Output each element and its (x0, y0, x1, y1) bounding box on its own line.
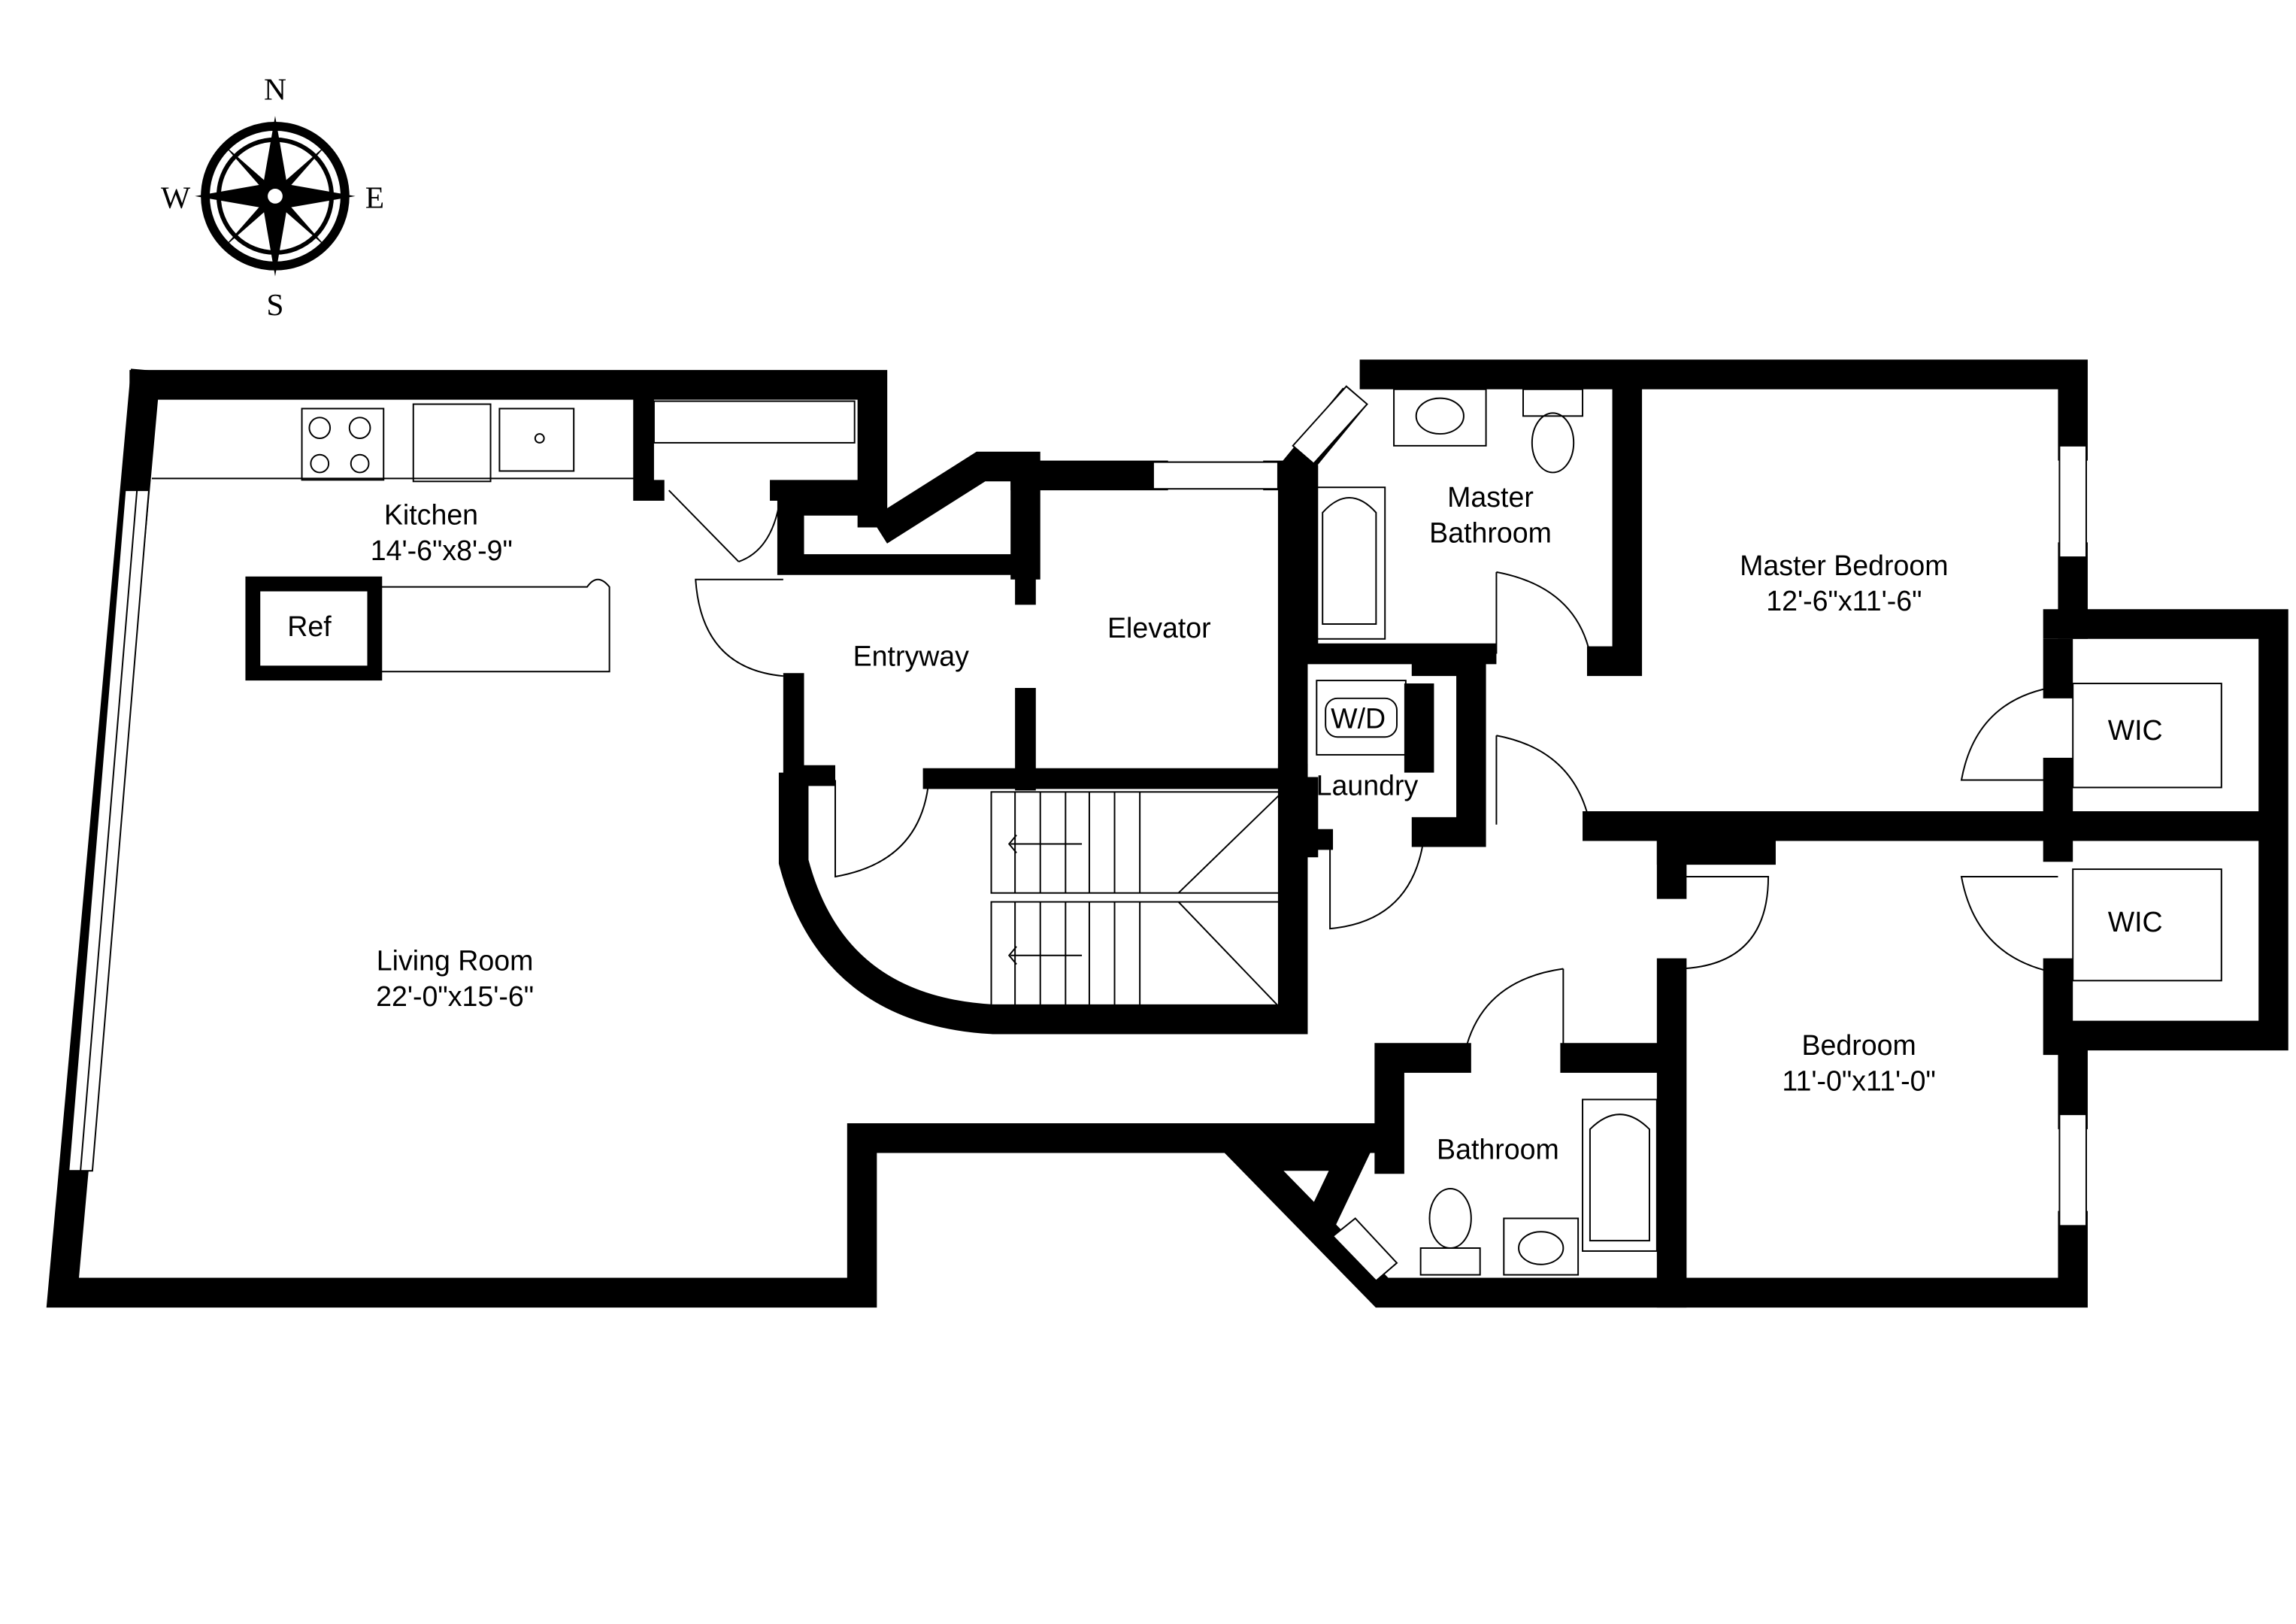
compass-rose-icon (195, 116, 356, 277)
compass-west-label: W (161, 180, 191, 215)
living-room-label: Living Room (377, 944, 534, 976)
wic-bedroom-label: WIC (2108, 906, 2163, 938)
wic-master-label: WIC (2108, 714, 2163, 746)
doors (668, 489, 2058, 1059)
compass-south-label: S (266, 287, 283, 322)
bedroom-label: Bedroom (1801, 1029, 1916, 1061)
elevator-label: Elevator (1107, 612, 1211, 644)
master-bathroom-label-line1: Master (1447, 481, 1534, 513)
washer-dryer-label: W/D (1331, 702, 1386, 734)
master-bathroom-label-line2: Bathroom (1429, 517, 1552, 548)
staircase (990, 791, 1283, 1011)
bathroom-fixtures (1313, 388, 1658, 1276)
compass-east-label: E (365, 180, 384, 215)
compass-north-label: N (264, 71, 286, 106)
refrigerator-label: Ref (287, 611, 332, 642)
bedroom-dimensions: 11'-0"x11'-0" (1782, 1065, 1935, 1097)
wic-bedroom-shelf (2072, 868, 2222, 982)
kitchen-label: Kitchen (384, 499, 478, 531)
windows (68, 385, 2087, 1282)
kitchen-counter (151, 400, 856, 681)
laundry-label: Laundry (1316, 769, 1419, 801)
bathroom-label: Bathroom (1437, 1133, 1559, 1165)
kitchen-dimensions: 14'-6"x8'-9" (371, 535, 513, 566)
master-bedroom-dimensions: 12'-6"x11'-6" (1766, 585, 1922, 617)
living-room-dimensions: 22'-0"x15'-6" (376, 980, 534, 1012)
wic-master-shelf (2072, 683, 2222, 789)
master-bedroom-label: Master Bedroom (1740, 550, 1948, 581)
entryway-label: Entryway (853, 640, 970, 671)
